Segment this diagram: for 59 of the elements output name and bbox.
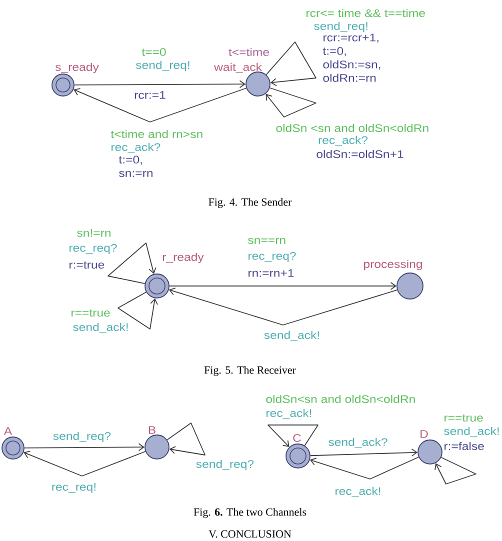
transition-arrow xyxy=(169,282,397,290)
sync-label: rec_req? xyxy=(70,244,117,254)
transition-arrow xyxy=(168,288,398,326)
location-name: B xyxy=(148,426,156,434)
location-name: D xyxy=(420,430,428,438)
sync-label: send_req? xyxy=(53,432,111,442)
guard-label: t==0 xyxy=(142,48,166,56)
update-label: r:=false xyxy=(444,442,484,450)
invariant-label: t<=time xyxy=(228,48,269,56)
guard-label: r==true xyxy=(444,414,483,422)
guard-label: rcr<= time && t==time xyxy=(306,8,425,18)
guard-label: r==true xyxy=(72,309,110,317)
figure-caption: Fig. 4. The Sender xyxy=(208,198,292,208)
self-loop-arrow xyxy=(108,242,156,284)
sync-label: rec_req? xyxy=(248,252,296,262)
sync-label: rec_req! xyxy=(52,483,96,493)
figure-caption: Fig. 5. The Receiver xyxy=(204,366,296,376)
self-loop-arrow xyxy=(268,424,318,448)
section-heading: V. CONCLUSION xyxy=(208,530,292,538)
sync-label: send_req! xyxy=(136,60,190,72)
sync-label: rec_ack! xyxy=(336,486,380,498)
location-name: r_ready xyxy=(162,252,204,264)
transition-arrow xyxy=(74,88,247,122)
sync-label: send_req! xyxy=(314,22,368,32)
update-label: r:=true xyxy=(70,261,104,269)
self-loop-arrow xyxy=(266,42,316,86)
self-loop-arrow xyxy=(266,87,316,118)
self-loop-arrow xyxy=(118,292,158,330)
guard-label: sn==rn xyxy=(248,238,286,244)
update-label: rcr:=1 xyxy=(134,91,166,99)
sync-label: send_ack! xyxy=(444,426,499,438)
location-name: A xyxy=(4,427,12,435)
guard-label: t<time and rn>sn xyxy=(110,130,202,138)
sync-label: send_req? xyxy=(196,460,254,470)
location-name: s_ready xyxy=(55,62,99,74)
transition-arrow xyxy=(24,450,146,476)
sync-label: rec_ack! xyxy=(266,408,312,420)
guard-label: oldSn<sn and oldSn<oldRn xyxy=(266,394,415,404)
update-label: rn:=rn+1 xyxy=(248,269,294,277)
figure-caption: Fig. 6. The two Channels xyxy=(194,508,306,518)
location-name: C xyxy=(293,434,301,442)
update-label: rcr:=rcr+1, t:=0, oldSn:=sn, oldRn:=rn xyxy=(322,34,380,82)
location-name: processing xyxy=(364,260,422,270)
self-loop-arrow xyxy=(434,456,476,484)
update-label: t:=0, sn:=rn xyxy=(118,156,152,177)
update-label: oldSn:=oldSn+1 xyxy=(316,150,404,158)
guard-label: oldSn <sn and oldSn<oldRn xyxy=(276,124,428,132)
sync-label: rec_ack? xyxy=(318,136,368,146)
transition-arrow xyxy=(74,80,246,88)
sync-label: send_ack! xyxy=(264,330,319,342)
sync-label: send_ack! xyxy=(73,322,128,334)
transition-arrow xyxy=(310,456,420,480)
transition-arrow xyxy=(24,443,145,452)
self-loop-arrow xyxy=(166,422,206,456)
sync-label: rec_ack? xyxy=(112,142,160,154)
transition-arrow xyxy=(310,448,418,456)
location-name: wait_ack xyxy=(214,62,262,74)
guard-label: sn!=rn xyxy=(77,229,110,237)
sync-label: send_ack? xyxy=(328,438,388,448)
